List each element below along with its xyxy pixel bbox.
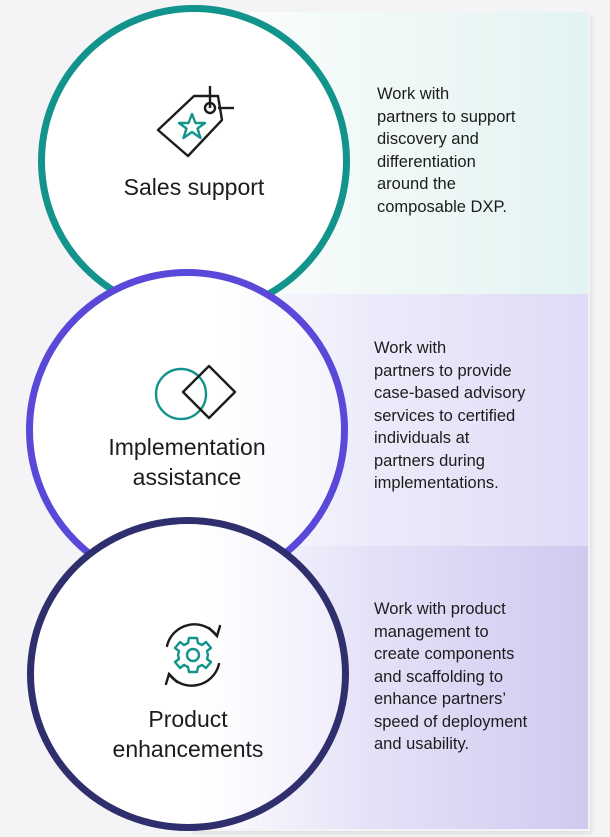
product-enhancements-title: Product enhancements <box>112 706 264 762</box>
sales-support-title: Sales support <box>123 174 265 200</box>
price-tag-star-icon <box>156 86 234 158</box>
gear-refresh-icon <box>164 623 222 687</box>
circle-diamond-overlap-icon <box>154 364 237 421</box>
product-enhancements-description: Work with product management to create c… <box>374 600 528 753</box>
implementation-assistance-description: Work with partners to provide case-based… <box>374 339 526 492</box>
implementation-assistance-title: Implementation assistance <box>108 434 266 490</box>
product-enhancements-circle: Product enhancements <box>27 517 349 831</box>
sales-support-description: Work with partners to support discovery … <box>377 85 516 216</box>
